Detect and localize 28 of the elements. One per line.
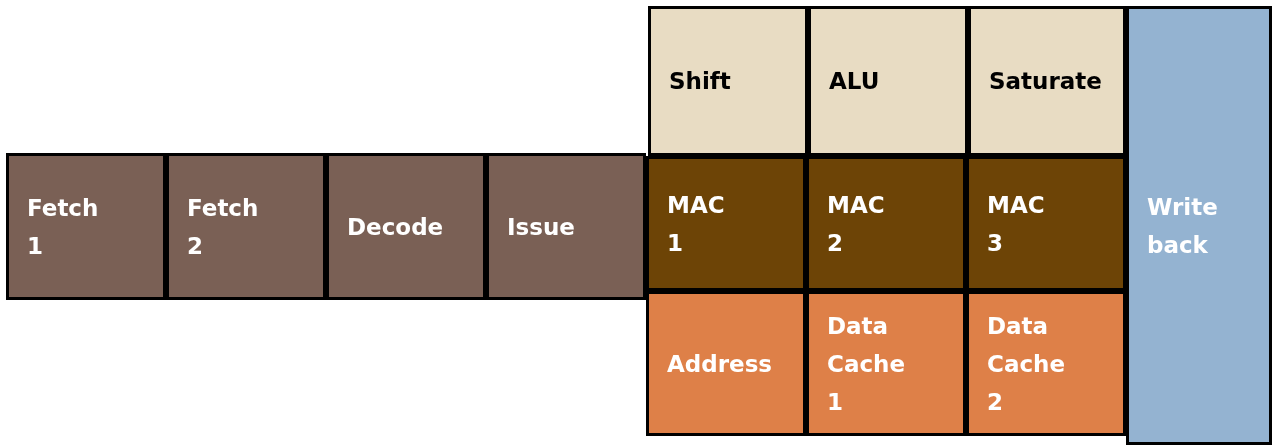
pipeline-stage-box xyxy=(966,156,1126,291)
pipeline-stage-box xyxy=(646,156,806,291)
pipeline-stage-box xyxy=(968,6,1126,156)
pipeline-stage-box xyxy=(486,153,646,300)
stage-label: MAC 1 xyxy=(667,190,726,258)
stage-label: MAC 3 xyxy=(987,190,1046,258)
stage-label: Fetch 2 xyxy=(187,193,260,261)
pipeline-stage-box xyxy=(966,291,1126,436)
stage-label: Write back xyxy=(1147,192,1219,260)
stage-label: Data Cache 1 xyxy=(827,311,906,417)
stage-label: MAC 2 xyxy=(827,190,886,258)
stage-label: Data Cache 2 xyxy=(987,311,1066,417)
pipeline-stage-box xyxy=(808,6,968,156)
pipeline-stage-box xyxy=(1126,6,1272,445)
stage-label: Shift xyxy=(669,67,731,96)
pipeline-stage-box xyxy=(806,291,966,436)
stage-label: Address xyxy=(667,349,773,379)
stage-label: Fetch 1 xyxy=(27,193,100,261)
pipeline-stage-box xyxy=(326,153,486,300)
pipeline-stage-box xyxy=(166,153,326,300)
stage-label: Decode xyxy=(347,212,444,242)
pipeline-stage-box xyxy=(6,153,166,300)
pipeline-stage-box xyxy=(646,291,806,436)
pipeline-stage-box xyxy=(806,156,966,291)
pipeline-stage-box xyxy=(648,6,808,156)
stage-label: Issue xyxy=(507,212,575,242)
stage-label: ALU xyxy=(829,67,880,96)
stage-label: Saturate xyxy=(989,67,1102,96)
